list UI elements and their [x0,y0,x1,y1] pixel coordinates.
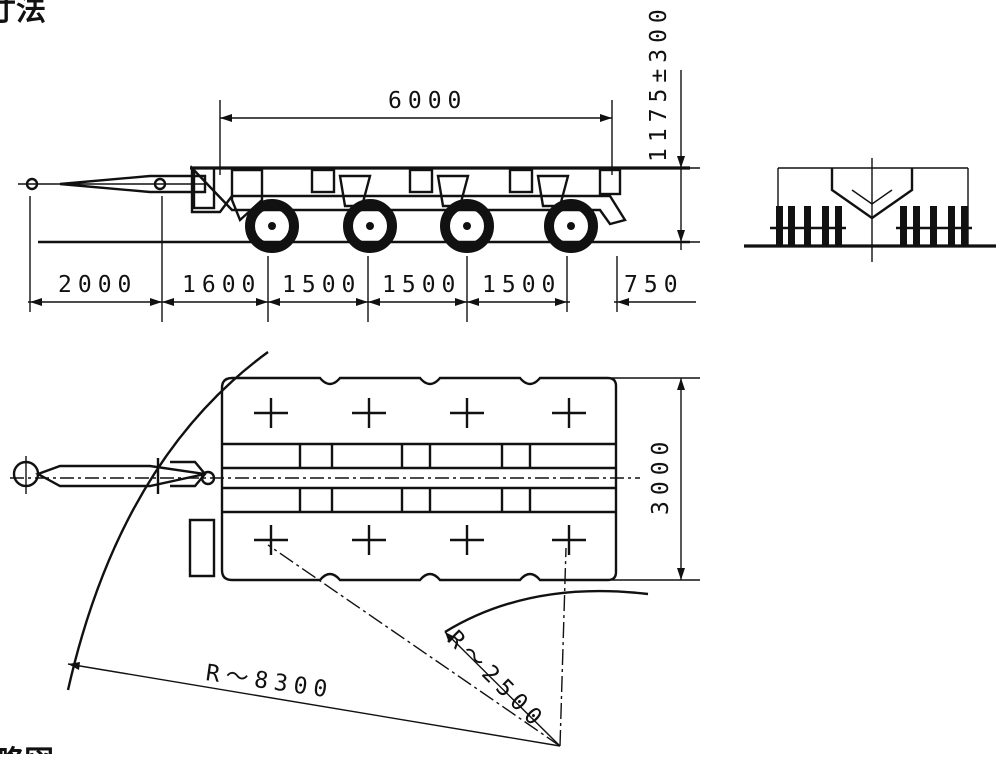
wheels-side [245,199,598,253]
dim-height: 1175±300 [615,3,700,250]
dim-6000: 6000 [219,88,613,175]
front-bracket [192,166,216,210]
deck-outline [220,376,618,582]
dim-2000-label: 2000 [58,272,137,298]
dim-1500b-label: 1500 [382,272,461,298]
footer-label-fragment: 略図 [0,745,54,754]
plan-view: 3000 R～8300 R～2500 [10,351,700,747]
dim-750-label: 750 [624,272,684,298]
side-view: 6000 1175±300 2000 1600 1500 1500 [18,3,700,322]
end-view [744,158,996,262]
outer-turn-arc [66,351,269,691]
end-view-tires-left [770,206,846,246]
dim-1500a-label: 1500 [282,272,361,298]
dim-6000-label: 6000 [388,88,467,114]
title-fragment: 寸法 [0,0,46,28]
drawbar-side [18,174,207,194]
wheel-position-marks [254,398,586,555]
drawbar-plan [12,456,216,494]
inner-radius-label: R～2500 [442,626,551,735]
dim-segments: 2000 1600 1500 1500 1500 750 [28,196,696,322]
dim-3000-label: 3000 [648,436,674,515]
inner-turn-arc [444,589,649,634]
end-view-tires-right [896,206,972,246]
dim-1600-label: 1600 [182,272,261,298]
turning-radii: R～8300 R～2500 [66,351,649,747]
beam-blocks [298,444,532,512]
dim-width: 3000 [612,377,700,581]
hitch-bracket [188,518,216,578]
dim-height-label: 1175±300 [646,3,672,162]
dim-1500c-label: 1500 [482,272,561,298]
